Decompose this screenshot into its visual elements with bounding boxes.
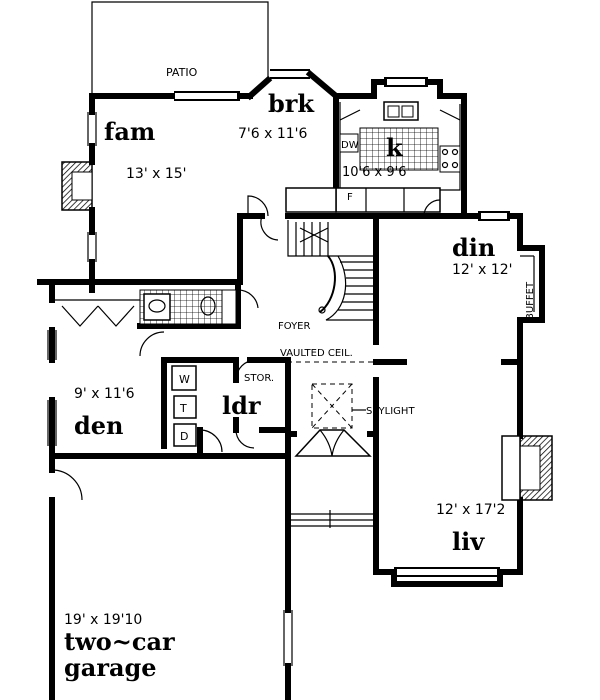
foyer-area: FOYER VAULTED CEIL. SKYLIGHT: [260, 321, 415, 528]
interior-walls: [49, 99, 523, 459]
exterior-walls: [37, 69, 545, 700]
buffet: BUFFET: [520, 255, 536, 320]
washer-label: W: [179, 373, 190, 386]
foyer-label: FOYER: [278, 321, 311, 332]
stairs: [287, 220, 376, 321]
skylight-label: SKYLIGHT: [366, 406, 415, 417]
toilet-label: T: [179, 402, 187, 415]
k-dim: 10'6 x 9'6: [342, 165, 406, 180]
liv-dim: 12' x 17'2: [436, 502, 505, 518]
powder-room: [139, 289, 237, 325]
den-name: den: [74, 411, 124, 440]
garage-dim: 19' x 19'10: [64, 612, 142, 628]
din-name: din: [452, 233, 495, 262]
buffet-label: BUFFET: [525, 281, 536, 320]
stor-label: STOR.: [244, 373, 274, 384]
den-dim: 9' x 11'6: [74, 386, 135, 402]
brk-name: brk: [268, 89, 315, 118]
dw-label: DW: [341, 140, 359, 151]
k-name: k: [386, 133, 404, 162]
patio-label: PATIO: [166, 66, 198, 79]
fam-dim: 13' x 15': [126, 166, 187, 182]
vaulted-label: VAULTED CEIL.: [280, 348, 353, 359]
room-labels: fam 13' x 15' brk 7'6 x 11'6 k 10'6 x 9'…: [64, 89, 513, 682]
f-label: F: [347, 192, 353, 203]
garage-name-line2: garage: [64, 653, 157, 682]
den-closet: [52, 299, 140, 327]
kitchen-layout: DW F: [285, 101, 461, 213]
liv-name: liv: [452, 527, 485, 556]
brk-dim: 7'6 x 11'6: [238, 126, 308, 142]
fam-name: fam: [104, 117, 155, 146]
din-dim: 12' x 12': [452, 262, 513, 278]
doors: [51, 195, 441, 501]
fam-fireplace: [61, 161, 93, 211]
liv-fireplace: [501, 435, 553, 501]
garage-name-line1: two~car: [64, 627, 175, 656]
patio: PATIO: [91, 1, 269, 96]
laundry: W T D STOR.: [171, 365, 274, 447]
ldr-name: ldr: [222, 391, 261, 420]
dryer-label: D: [180, 430, 188, 443]
